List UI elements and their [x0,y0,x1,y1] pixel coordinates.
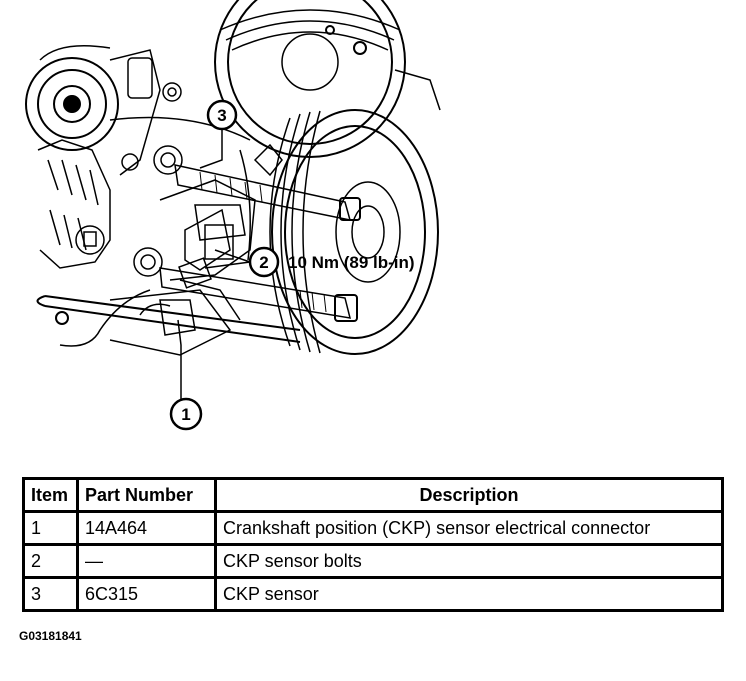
leader-line-1 [177,319,182,400]
part-number-cell: — [76,543,217,579]
table-header-row: Item Part Number Description [22,477,724,513]
torque-spec-label: 10 Nm (89 lb-in) [288,253,415,272]
crankshaft-pulley [239,109,439,355]
item-cell: 2 [22,543,79,579]
header-part-number: Part Number [76,477,217,513]
ckp-sensor-bolts [159,164,361,322]
header-item: Item [22,477,79,513]
callout-2: 2 10 Nm (89 lb-in) [248,246,415,278]
parts-table: Item Part Number Description 1 14A464 Cr… [22,477,724,612]
item-cell: 3 [22,576,79,612]
ckp-connector [59,289,196,347]
callout-1: 1 [169,397,203,431]
description-cell: Crankshaft position (CKP) sensor electri… [214,510,724,546]
leader-line-2 [204,249,251,269]
description-cell: CKP sensor bolts [214,543,724,579]
callout-1-number: 1 [181,405,190,424]
part-number-cell: 14A464 [76,510,217,546]
callout-3-number: 3 [217,106,226,125]
idler-pulley [25,45,119,151]
table-row: 2 — CKP sensor bolts [22,543,724,579]
callout-3: 3 [206,99,238,131]
callout-2-number: 2 [259,253,268,272]
table-row: 1 14A464 Crankshaft position (CKP) senso… [22,510,724,546]
table-row: 3 6C315 CKP sensor [22,576,724,612]
ckp-sensor [178,208,231,289]
drive-belt [36,295,301,343]
part-number-cell: 6C315 [76,576,217,612]
leader-line-3 [199,129,223,169]
engine-bracket [37,49,256,356]
ckp-sensor-illustration: 3 2 10 Nm (89 lb-in) 1 [25,0,441,431]
header-description: Description [214,477,724,513]
item-cell: 1 [22,510,79,546]
figure-id: G03181841 [19,629,82,643]
description-cell: CKP sensor [214,576,724,612]
